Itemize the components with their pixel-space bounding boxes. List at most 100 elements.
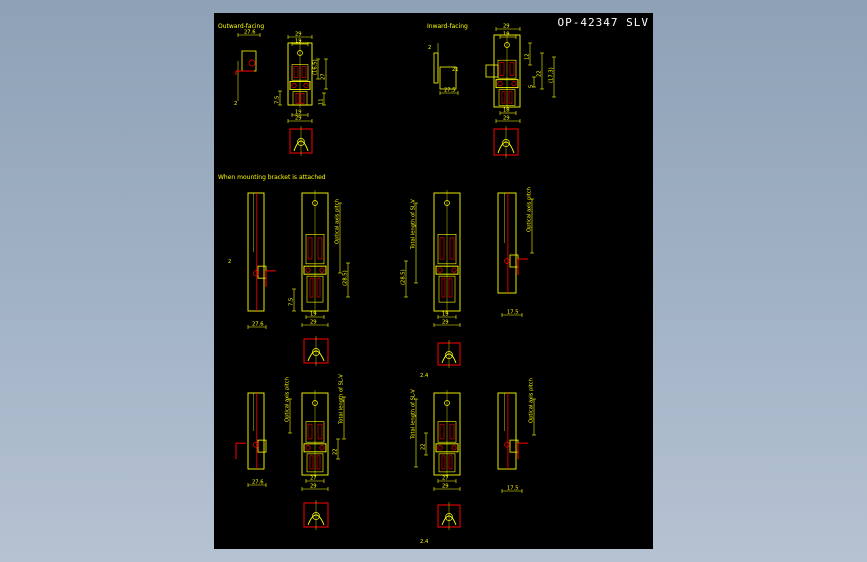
dimension-label: 19 <box>295 110 302 116</box>
dimension-label: (16.5) <box>313 59 319 75</box>
dimension-label: 27.6 <box>252 480 264 486</box>
drawing-stroke-191 <box>307 423 313 440</box>
drawing-stroke-101 <box>253 270 259 277</box>
drawing-stroke-107 <box>312 200 318 206</box>
dimension-label: 29 <box>310 320 317 326</box>
dimension-label: 22 <box>421 443 427 450</box>
dimension-label: 19 <box>310 312 317 318</box>
drawing-stroke-11 <box>291 64 309 81</box>
drawing-stroke-59 <box>509 62 515 76</box>
dimension-label: 19 <box>442 312 449 318</box>
drawing-stroke-147 <box>448 277 453 298</box>
drawing-stroke-183 <box>253 441 259 448</box>
drawing-stroke-72 <box>485 64 499 78</box>
drawing-stroke-58 <box>499 62 505 76</box>
dimension-label: 19 <box>503 32 510 38</box>
dimension-label: 22 <box>537 70 543 77</box>
drawing-stroke-227 <box>438 453 456 473</box>
dimension-label: Optical axis pitch <box>335 199 341 244</box>
drawing-stroke-14 <box>289 80 311 90</box>
drawing-stroke-109 <box>307 237 313 260</box>
dimension-label: 18 <box>503 108 510 114</box>
drawing-stroke-194 <box>305 445 311 451</box>
drawing-stroke-98 <box>257 265 267 279</box>
dimension-label: 17.5 <box>507 486 519 492</box>
drawing-stroke-226 <box>451 445 457 451</box>
dimension-label: 17.5 <box>507 310 519 316</box>
dimension-label: 29 <box>310 484 317 490</box>
drawing-stroke-146 <box>441 277 446 298</box>
drawing-stroke-223 <box>449 423 455 440</box>
dimension-label: Total length of SL-V <box>339 374 345 425</box>
drawing-stroke-115 <box>309 277 314 298</box>
dimension-label: 27 <box>321 73 327 80</box>
drawing-stroke-222 <box>439 423 445 440</box>
drawing-stroke-64 <box>501 91 506 104</box>
dimension-label: Total length of SL-V <box>411 199 417 250</box>
drawing-stroke-225 <box>437 445 443 451</box>
drawing-stroke-13 <box>301 66 307 79</box>
dimension-label: Optical axis pitch <box>527 187 533 232</box>
drawing-stroke-177 <box>247 392 265 470</box>
dimension-label: Optical axis pitch <box>529 378 535 423</box>
dimension-label: 2 <box>234 101 237 107</box>
drawing-stroke-195 <box>319 445 325 451</box>
drawing-stroke-249 <box>509 439 519 453</box>
label-inward-facing: Inward-facing <box>427 23 468 30</box>
drawing-stroke-228 <box>441 455 446 470</box>
drawing-stroke-5 <box>248 59 256 67</box>
drawing-stroke-145 <box>438 275 456 303</box>
drawing-stroke-164 <box>497 192 517 294</box>
drawing-stroke-10 <box>297 50 303 56</box>
dimension-label: 11 <box>319 98 325 105</box>
dimension-label: 27 <box>442 476 449 482</box>
drawing-stroke-139 <box>437 234 457 265</box>
drawing-stroke-95 <box>247 192 265 312</box>
drawing-stroke-114 <box>306 275 324 303</box>
dimension-label: 19 <box>295 39 302 45</box>
drawing-stroke-18 <box>295 93 300 104</box>
dimension-label: (28.5) <box>401 269 407 285</box>
drawing-stroke-189 <box>312 400 318 406</box>
drawing-stroke-60 <box>495 79 519 89</box>
dimension-label: 27.6 <box>252 322 264 328</box>
drawing-stroke-65 <box>508 91 513 104</box>
dimension-label: 5 <box>529 85 535 88</box>
drawing-stroke-142 <box>435 265 459 275</box>
drawing-stroke-17 <box>292 91 308 106</box>
dimension-label: 29 <box>503 116 510 122</box>
drawing-stroke-193 <box>303 443 327 453</box>
dimension-label: 7.5 <box>289 298 295 306</box>
drawing-stroke-229 <box>448 455 453 470</box>
drawing-stroke-50 <box>439 66 457 90</box>
drawing-stroke-113 <box>319 267 325 273</box>
dimension-label: 21 <box>452 67 459 73</box>
drawing-stroke-108 <box>305 234 325 265</box>
drawing-stroke-12 <box>293 66 299 79</box>
dimension-label: Total length of SL-V <box>411 389 417 440</box>
dimension-label: 12 <box>525 53 531 60</box>
drawing-title: OP-42347 SLV <box>557 16 649 29</box>
dimension-label: 29 <box>442 320 449 326</box>
dimension-label: (17.3) <box>549 67 555 83</box>
drawing-stroke-190 <box>305 421 325 443</box>
dimension-label: 29 <box>295 116 302 122</box>
dimension-label: 2 <box>428 45 431 51</box>
drawing-stroke-63 <box>498 89 516 106</box>
drawing-stroke-140 <box>439 237 445 260</box>
dimension-label: 27.6 <box>244 30 256 36</box>
drawing-stroke-144 <box>451 267 457 273</box>
label-bracket-attached: When mounting bracket is attached <box>218 174 326 181</box>
drawing-stroke-220 <box>444 400 450 406</box>
drawing-stroke-19 <box>300 93 305 104</box>
dimension-label: 29 <box>442 484 449 490</box>
drawing-stroke-62 <box>511 81 517 87</box>
dimension-label: 2.4 <box>420 539 429 545</box>
drawing-stroke-224 <box>435 443 459 453</box>
dimension-label: Optical axis pitch <box>285 377 291 422</box>
drawing-stroke-15 <box>291 82 297 88</box>
dimension-label: 2.4 <box>420 373 429 379</box>
drawing-stroke-196 <box>306 453 324 473</box>
dimension-label: 29 <box>295 32 302 38</box>
